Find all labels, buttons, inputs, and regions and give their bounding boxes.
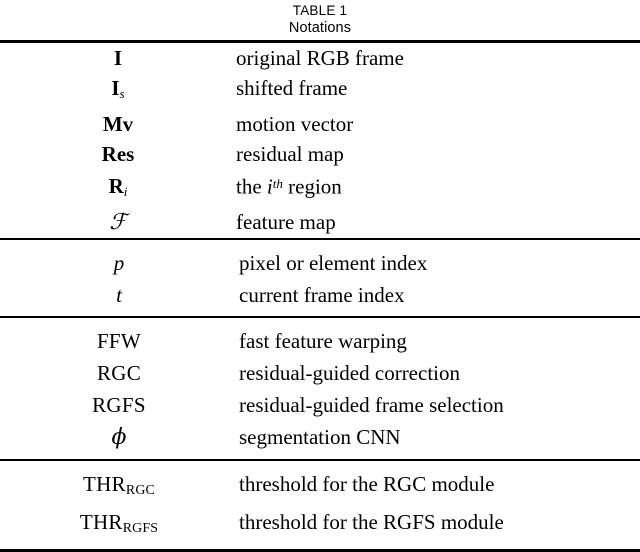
table-row: Ri the ith region — [0, 169, 640, 207]
table-group-rule-1 — [0, 238, 640, 241]
symbol-Res: Res — [101, 141, 135, 166]
symbol-subscript: RGFS — [122, 520, 159, 536]
table-row: Res residual map — [0, 139, 640, 169]
symbol-base: R — [108, 174, 124, 199]
symbol-cell: Ri — [0, 169, 236, 207]
table-title: Notations — [288, 20, 352, 36]
desc-text-post: region — [282, 174, 342, 199]
notation-table-group-1: I original RGB frame Is shifted frame Mv… — [0, 43, 640, 238]
symbol-t: t — [116, 283, 122, 308]
symbol-subscript: i — [123, 184, 128, 200]
description-cell: residual-guided frame selection — [239, 393, 504, 418]
symbol-I-shifted: Is — [111, 76, 125, 101]
table-body-group-1: I original RGB frame Is shifted frame Mv… — [0, 43, 640, 238]
symbol-cell: ϕ — [0, 421, 238, 459]
symbol-subscript: RGC — [125, 482, 155, 498]
description-cell: the ith region — [236, 169, 640, 207]
symbol-cell: p — [0, 240, 238, 279]
desc-italic-i: i — [266, 174, 273, 199]
symbol-RGFS: RGFS — [92, 393, 146, 418]
symbol-script-F: ℱ — [109, 210, 127, 236]
table-row: I original RGB frame — [0, 43, 640, 73]
description-cell: shifted frame — [236, 76, 348, 100]
notation-table-group-2: p pixel or element index t current frame… — [0, 240, 640, 316]
desc-text-pre: the — [236, 174, 267, 199]
symbol-cell: t — [0, 279, 238, 316]
table-row: RGFS residual-guided frame selection — [0, 389, 640, 421]
description-cell: threshold for the RGC module — [239, 472, 495, 497]
table-group-rule-3 — [0, 459, 640, 462]
table-row: ϕ segmentation CNN — [0, 421, 640, 459]
symbol-base: THR — [82, 472, 126, 497]
notation-table-group-4: THRRGC threshold for the RGC module THRR… — [0, 461, 640, 549]
symbol-THR-RGFS: THRRGFS — [79, 510, 159, 536]
table-row: Is shifted frame — [0, 73, 640, 109]
table-row: THRRGC threshold for the RGC module — [0, 461, 640, 506]
symbol-cell: RGC — [0, 357, 238, 389]
table-row: RGC residual-guided correction — [0, 357, 640, 389]
table-caption: TABLE 1 Notations — [0, 0, 640, 38]
symbol-I: I — [113, 46, 123, 70]
table-row: ℱ feature map — [0, 207, 640, 238]
symbol-base: THR — [79, 510, 123, 535]
table-row: p pixel or element index — [0, 240, 640, 279]
symbol-cell: Is — [0, 73, 236, 109]
symbol-p: p — [113, 251, 125, 276]
symbol-cell: THRRGFS — [0, 506, 238, 549]
symbol-R-i: Ri — [108, 174, 128, 200]
table-body-group-4: THRRGC threshold for the RGC module THRR… — [0, 461, 640, 549]
symbol-cell: RGFS — [0, 389, 238, 421]
symbol-cell: Res — [0, 139, 236, 169]
description-cell: segmentation CNN — [239, 425, 401, 450]
symbol-base: I — [111, 76, 120, 100]
symbol-RGC: RGC — [96, 361, 142, 386]
symbol-cell: I — [0, 43, 236, 73]
description-cell: feature map — [236, 210, 336, 235]
description-cell: current frame index — [239, 283, 405, 308]
description-cell: motion vector — [236, 111, 354, 136]
description-cell: pixel or element index — [239, 251, 428, 276]
description-cell: original RGB frame — [236, 46, 404, 70]
description-cell: threshold for the RGFS module — [239, 510, 504, 535]
symbol-subscript: s — [119, 85, 125, 101]
table-group-rule-2 — [0, 316, 640, 319]
description-cell: residual-guided correction — [239, 361, 460, 386]
table-body-group-2: p pixel or element index t current frame… — [0, 240, 640, 316]
symbol-cell: Mv — [0, 109, 236, 139]
table-row: FFW fast feature warping — [0, 318, 640, 357]
table-label: TABLE 1 — [292, 3, 348, 18]
symbol-cell: THRRGC — [0, 461, 238, 506]
table-row: t current frame index — [0, 279, 640, 316]
table-top-rule — [0, 40, 640, 43]
table-row: Mv motion vector — [0, 109, 640, 139]
symbol-THR-RGC: THRRGC — [82, 472, 155, 498]
symbol-cell: FFW — [0, 318, 238, 357]
symbol-phi: ϕ — [111, 425, 127, 451]
symbol-FFW: FFW — [96, 329, 142, 354]
notation-table-group-3: FFW fast feature warping RGC residual-gu… — [0, 318, 640, 459]
symbol-cell: ℱ — [0, 207, 236, 238]
desc-superscript-th: th — [272, 175, 283, 191]
table-body-group-3: FFW fast feature warping RGC residual-gu… — [0, 318, 640, 459]
table-row: THRRGFS threshold for the RGFS module — [0, 506, 640, 549]
symbol-Mv: Mv — [102, 111, 134, 136]
description-cell: residual map — [236, 141, 344, 166]
description-cell: fast feature warping — [239, 329, 407, 354]
